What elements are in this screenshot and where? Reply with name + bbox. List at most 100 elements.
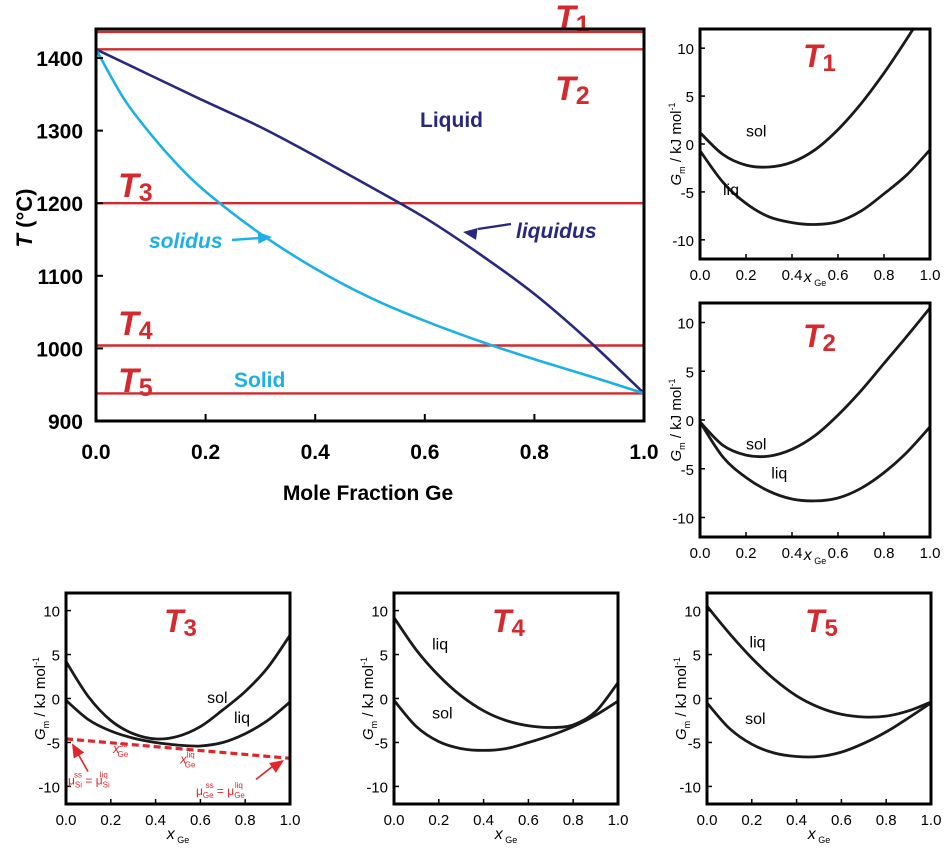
temperature-letter: T xyxy=(118,305,142,343)
solidus-arrow-head xyxy=(257,231,272,244)
x-axis-title-subscript: Ge xyxy=(812,556,827,566)
x-tick-label: 1.0 xyxy=(280,812,301,829)
panel-title-letter: T xyxy=(492,603,514,639)
common-tangent-line xyxy=(66,737,290,760)
y-tick-label: -5 xyxy=(47,735,60,752)
x-tick-label: 0.2 xyxy=(100,812,121,829)
solidus-arrow-shaft xyxy=(231,236,261,242)
x-tick-label: 0.2 xyxy=(191,441,220,464)
x-tick-label: 0.0 xyxy=(690,545,711,562)
x-axis-title: x Ge xyxy=(494,826,518,845)
x-tick-label: 0.4 xyxy=(145,812,166,829)
y-axis-title-symbol: G xyxy=(673,728,690,740)
x-axis-title-subscript: Ge xyxy=(816,835,831,845)
y-axis-title-superscript: -1 xyxy=(31,657,41,665)
solidus-label: solidus xyxy=(149,230,223,253)
panel-title-letter: T xyxy=(803,38,825,74)
y-axis-title-superscript: -1 xyxy=(672,657,682,665)
solidus-curve xyxy=(94,48,645,395)
mu-ge-label: μGess = μGeliq xyxy=(196,781,245,800)
y-tick-label: 0 xyxy=(686,413,694,430)
plot-frame xyxy=(94,27,646,423)
y-tick-label: -10 xyxy=(679,779,701,796)
y-tick-label: -5 xyxy=(681,462,694,479)
y-axis-title-unit: / kJ mol xyxy=(668,111,685,167)
x-tick-label: 0.0 xyxy=(697,812,718,829)
y-axis-title-unit: / kJ mol xyxy=(673,665,690,721)
x-tick-label: 0.4 xyxy=(301,441,331,464)
x-tick-label: 0.8 xyxy=(235,812,256,829)
y-tick-label: 5 xyxy=(686,89,694,106)
x-axis-title-subscript: Ge xyxy=(812,278,827,288)
curves xyxy=(66,634,290,760)
x-axis-title-subscript: Ge xyxy=(503,835,518,845)
liquidus-label: liquidus xyxy=(516,220,597,243)
mu-si-label-left-superscript: ss xyxy=(74,771,82,780)
sol-curve xyxy=(394,699,618,752)
y-tick-label: 10 xyxy=(684,604,701,621)
x-tick-label: 0.0 xyxy=(81,441,110,464)
y-axis-title-subscript: m xyxy=(682,721,692,729)
y-axis-title: Gm / kJ mol-1 xyxy=(672,657,692,740)
mu-si-label: μSiss = μSiliq xyxy=(68,771,110,790)
panel-title: T4 xyxy=(492,603,526,642)
y-tick-label: -5 xyxy=(688,735,701,752)
mu-ge-label-left-symbol: μ xyxy=(196,784,203,798)
y-axis-title-symbol: G xyxy=(668,174,685,186)
mu-ge-label-right-symbol: μ xyxy=(227,784,234,798)
y-tick-label: 0 xyxy=(693,692,701,709)
x-axis-title: x Ge xyxy=(166,826,190,845)
x-tick-label: 0.8 xyxy=(876,812,897,829)
y-axis-title: Gm / kJ mol-1 xyxy=(667,102,687,185)
curve-label-liq: liq xyxy=(234,710,250,727)
x-tick-label: 0.2 xyxy=(741,812,762,829)
x-tick-label: 0.0 xyxy=(56,812,77,829)
x-tick-label: 0.6 xyxy=(828,267,849,284)
curves xyxy=(394,616,618,752)
y-tick-label: 1000 xyxy=(36,338,83,361)
x-axis-title-symbol: x xyxy=(803,547,813,564)
panel-title-letter: T xyxy=(805,603,827,639)
temperature-subscript: 3 xyxy=(139,179,153,207)
panel-title-subscript: 4 xyxy=(512,615,526,642)
x-liq-ge-label-subscript: Ge xyxy=(185,761,196,770)
curve-label-liq: liq xyxy=(750,635,766,652)
x-axis-title-symbol: x xyxy=(803,269,813,286)
curve-label-sol: sol xyxy=(207,690,227,707)
mu-ge-arrow-shaft xyxy=(255,764,275,781)
mu-si-label-left-subscript: Si xyxy=(75,781,82,790)
x-tick-label: 0.6 xyxy=(831,812,852,829)
temperature-label-T1: T1 xyxy=(555,0,590,39)
y-tick-label: 1100 xyxy=(37,266,83,289)
temperature-subscript: 4 xyxy=(139,317,153,345)
y-tick-label: 5 xyxy=(693,648,701,665)
y-axis-title-symbol: G xyxy=(360,728,377,740)
temperature-letter: T xyxy=(555,70,579,108)
mu-ge-label-right-subscript: Ge xyxy=(234,791,245,800)
curve-label-sol: sol xyxy=(745,711,765,728)
x-axis-title-subscript: Ge xyxy=(175,835,190,845)
y-axis-title-subscript: m xyxy=(677,442,687,450)
sol-curve xyxy=(700,29,915,169)
y-axis-title-superscript: -1 xyxy=(667,102,677,110)
x-axis-title: x Ge xyxy=(803,269,827,288)
y-tick-label: -10 xyxy=(366,779,388,796)
sol-curve xyxy=(66,634,290,741)
x-tick-label: 0.6 xyxy=(410,441,439,464)
x-tick-label: 1.0 xyxy=(920,267,941,284)
y-tick-label: -10 xyxy=(672,233,694,250)
liquidus-arrow-shaft xyxy=(477,222,512,231)
y-tick-label: 900 xyxy=(48,411,83,434)
curve-label-liq: liq xyxy=(771,466,787,483)
temperature-letter: T xyxy=(118,362,142,400)
y-tick-label: 0 xyxy=(380,692,388,709)
x-liq-ge-label-superscript: liq xyxy=(187,751,195,760)
panel-title-subscript: 3 xyxy=(184,615,197,642)
x-axis-title-symbol: x xyxy=(494,826,504,843)
x-tick-label: 0.4 xyxy=(786,812,807,829)
